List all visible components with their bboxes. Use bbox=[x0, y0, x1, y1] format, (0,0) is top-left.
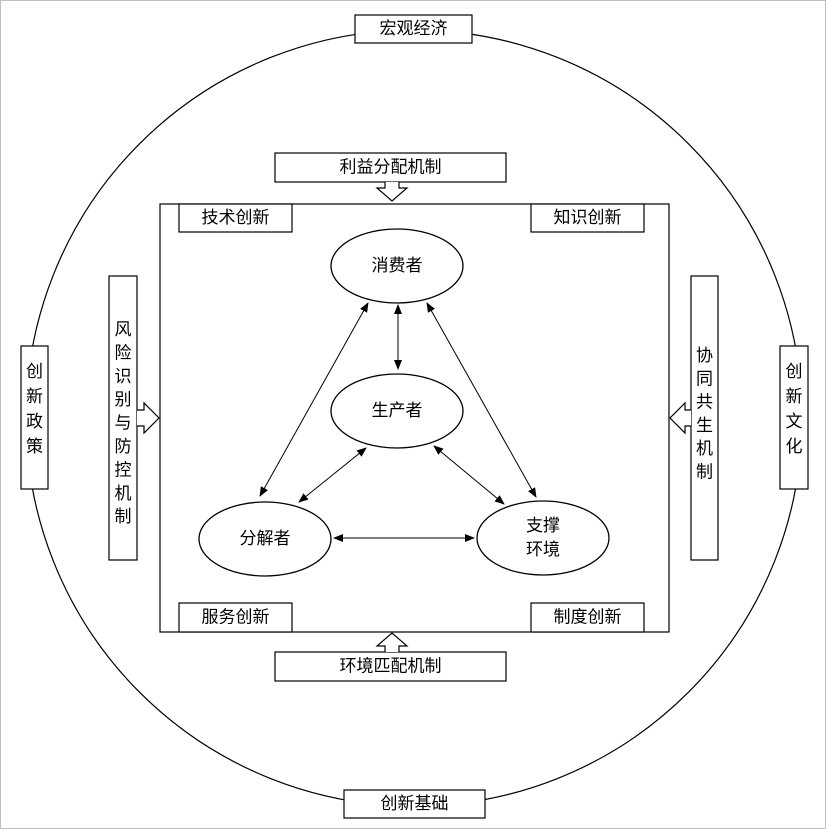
node-producer-label: 生产者 bbox=[372, 401, 423, 421]
arrow-top-hollow bbox=[375, 182, 409, 202]
outer-label-left-text: 创新政策 bbox=[26, 362, 43, 457]
outer-label-top-text: 宏观经济 bbox=[380, 19, 448, 39]
mechanism-top-text: 利益分配机制 bbox=[340, 158, 442, 178]
vertical-label-text: 创新政策 bbox=[26, 362, 43, 457]
outer-label-bottom: 创新基础 bbox=[343, 789, 486, 819]
mechanism-right-text: 协同共生机制 bbox=[696, 346, 713, 483]
vertical-label-text: 创新文化 bbox=[786, 362, 803, 457]
arrow-consumer-support bbox=[426, 302, 537, 498]
mechanism-bottom: 环境匹配机制 bbox=[274, 651, 507, 682]
node-consumer-label: 消费者 bbox=[372, 256, 423, 276]
outer-label-right-text: 创新文化 bbox=[786, 362, 803, 457]
vertical-label-text: 协同共生机制 bbox=[696, 346, 713, 483]
mechanism-top: 利益分配机制 bbox=[274, 152, 507, 183]
corner-top-right: 知识创新 bbox=[530, 203, 645, 233]
corner-top-right-text: 知识创新 bbox=[554, 208, 622, 228]
corner-bottom-right-text: 制度创新 bbox=[554, 608, 622, 628]
corner-top-left: 技术创新 bbox=[178, 203, 293, 233]
outer-label-bottom-text: 创新基础 bbox=[381, 794, 449, 814]
arrow-producer-decomposer bbox=[298, 447, 367, 503]
node-support-label-line2: 环境 bbox=[526, 540, 560, 560]
node-support-environment: 支撑 环境 bbox=[476, 500, 610, 576]
arrow-right-hollow bbox=[669, 401, 691, 435]
arrow-producer-support bbox=[433, 445, 505, 505]
vertical-label-text: 风险识别与防控机制 bbox=[115, 320, 132, 527]
mechanism-left: 风险识别与防控机制 bbox=[108, 275, 138, 561]
system-boundary bbox=[159, 203, 670, 633]
node-consumer: 消费者 bbox=[330, 228, 464, 304]
arrow-bottom-hollow bbox=[375, 632, 409, 652]
node-decomposer-label: 分解者 bbox=[240, 529, 291, 549]
mechanism-right: 协同共生机制 bbox=[690, 275, 719, 561]
outer-label-right: 创新文化 bbox=[779, 345, 809, 490]
corner-bottom-right: 制度创新 bbox=[530, 602, 645, 633]
corner-top-left-text: 技术创新 bbox=[202, 208, 270, 228]
corner-bottom-left: 服务创新 bbox=[178, 602, 293, 633]
outer-label-top: 宏观经济 bbox=[354, 14, 473, 44]
outer-label-left: 创新政策 bbox=[20, 345, 49, 490]
node-support-label-line1: 支撑 bbox=[526, 516, 560, 536]
node-producer: 生产者 bbox=[330, 373, 464, 449]
mechanism-left-text: 风险识别与防控机制 bbox=[115, 320, 132, 527]
mechanism-bottom-text: 环境匹配机制 bbox=[340, 657, 442, 677]
arrow-left-hollow bbox=[137, 401, 160, 435]
node-decomposer: 分解者 bbox=[198, 501, 332, 577]
arrow-consumer-decomposer bbox=[259, 302, 369, 497]
corner-bottom-left-text: 服务创新 bbox=[202, 608, 270, 628]
